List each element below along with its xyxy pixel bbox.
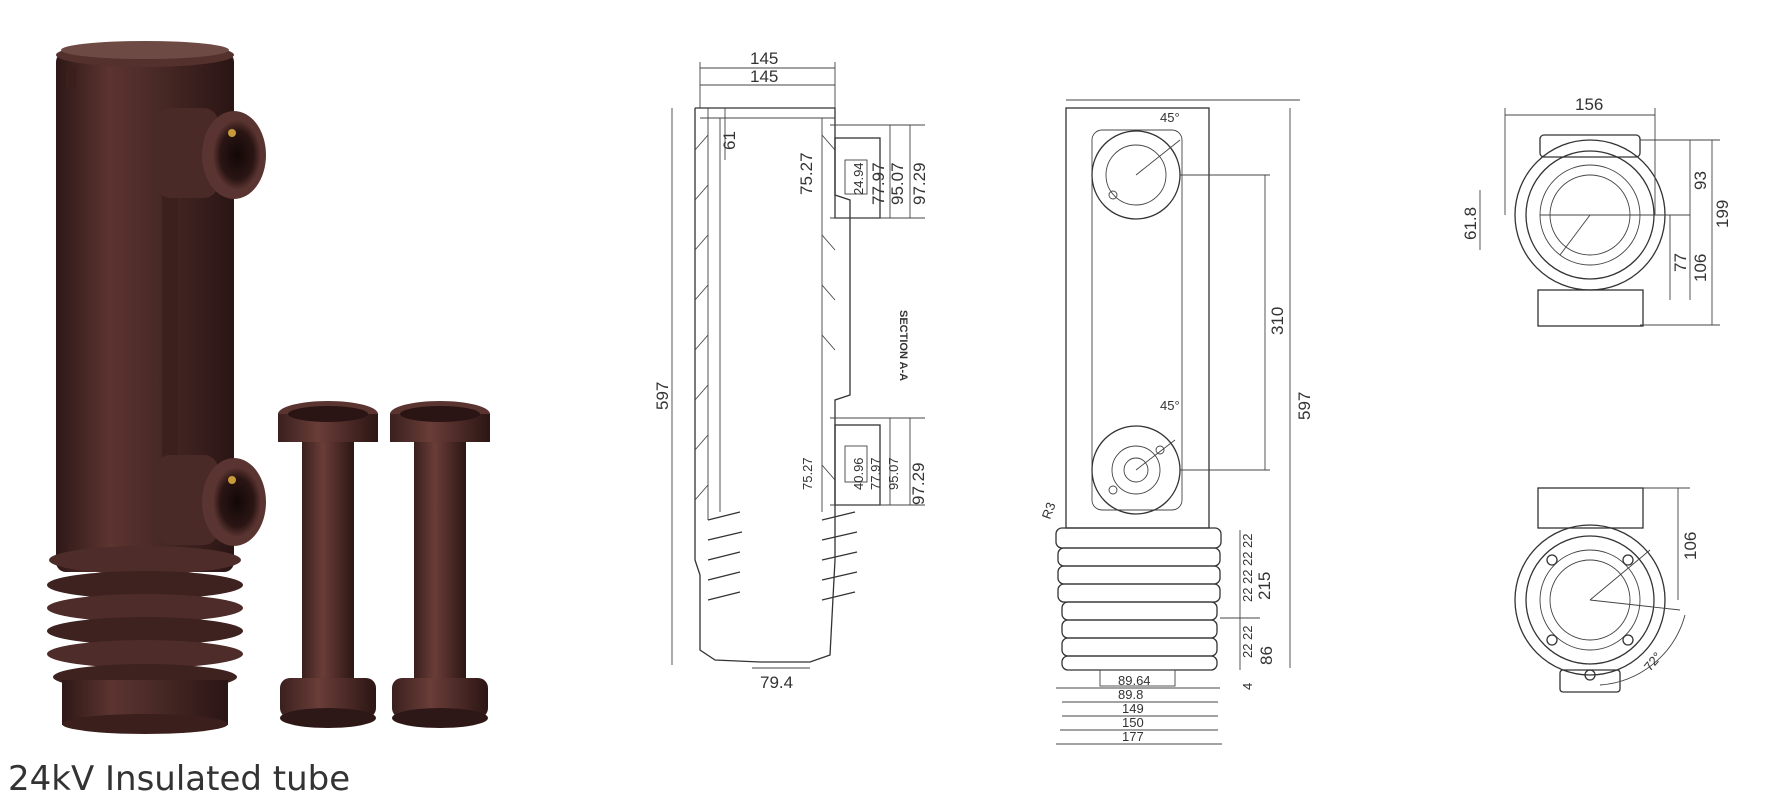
- dim-top-offset: 61: [720, 131, 739, 150]
- dim-upper-port-5: 97.29: [910, 162, 929, 205]
- dim-upper-port-3: 77.97: [869, 162, 888, 205]
- product-photo: [47, 41, 490, 734]
- front-width-1: 89.64: [1118, 673, 1151, 688]
- dim-top-width-2: 145: [750, 67, 778, 86]
- front-small-dim-5: 22: [1240, 626, 1255, 640]
- bottom-h-106: 106: [1681, 532, 1700, 560]
- front-small-dim-3: 22: [1240, 570, 1255, 584]
- dim-upper-port-2: 24.94: [851, 162, 866, 195]
- dim-lower-port-4: 95.07: [886, 457, 901, 490]
- front-drawing: 45° 45° 310 5: [1039, 99, 1314, 745]
- bottom-view-drawing: 106 72°: [1514, 487, 1700, 693]
- top-h-93: 93: [1691, 171, 1710, 190]
- front-width-3: 149: [1122, 701, 1144, 716]
- front-width-4: 150: [1122, 715, 1144, 730]
- dim-upper-port-1: 75.27: [797, 152, 816, 195]
- front-small-dim-4: 22: [1240, 588, 1255, 602]
- top-h-61-8: 61.8: [1461, 207, 1480, 240]
- front-port-spacing: 310: [1268, 307, 1287, 335]
- lower-port: [156, 455, 266, 546]
- top-h-106: 106: [1691, 254, 1710, 282]
- dim-lower-port-5: 97.29: [909, 462, 928, 505]
- top-h-199: 199: [1713, 200, 1732, 228]
- front-angle-upper: 45°: [1160, 110, 1180, 125]
- dim-lower-port-1: 75.27: [800, 457, 815, 490]
- dim-upper-port-4: 95.07: [888, 162, 907, 205]
- top-h-77: 77: [1671, 253, 1690, 272]
- dim-bottom-width: 79.4: [760, 673, 793, 692]
- front-angle-lower: 45°: [1160, 398, 1180, 413]
- small-tube-1: [278, 401, 378, 728]
- front-bottom-offset: 4: [1240, 683, 1255, 690]
- top-view-drawing: 156 93 199 61.8 77 106: [1461, 95, 1732, 327]
- front-width-5: 177: [1122, 729, 1144, 744]
- dim-lower-port-2: 40.96: [851, 457, 866, 490]
- front-lower-height: 86: [1257, 646, 1276, 665]
- main-tube: [47, 41, 266, 734]
- front-skirt-height: 215: [1255, 572, 1274, 600]
- dim-lower-port-3: 77.97: [868, 457, 883, 490]
- tube-skirts: [47, 546, 243, 734]
- dim-top-width-1: 145: [750, 49, 778, 68]
- front-small-dim-6: 22: [1240, 644, 1255, 658]
- upper-port: [156, 108, 266, 199]
- small-tube-2: [390, 401, 490, 728]
- front-width-2: 89.8: [1118, 687, 1143, 702]
- dim-height: 597: [653, 382, 672, 410]
- front-small-dim-1: 22: [1240, 534, 1255, 548]
- section-label: SECTION A-A: [897, 310, 909, 381]
- product-caption: 24kV Insulated tube: [8, 759, 350, 799]
- front-height: 597: [1295, 392, 1314, 420]
- front-small-dim-2: 22: [1240, 552, 1255, 566]
- front-small-label: R3: [1039, 500, 1059, 521]
- top-width: 156: [1575, 95, 1603, 114]
- section-drawing: 145 145 61 597 75.27 24.94 77.97 95.07 9…: [653, 49, 929, 692]
